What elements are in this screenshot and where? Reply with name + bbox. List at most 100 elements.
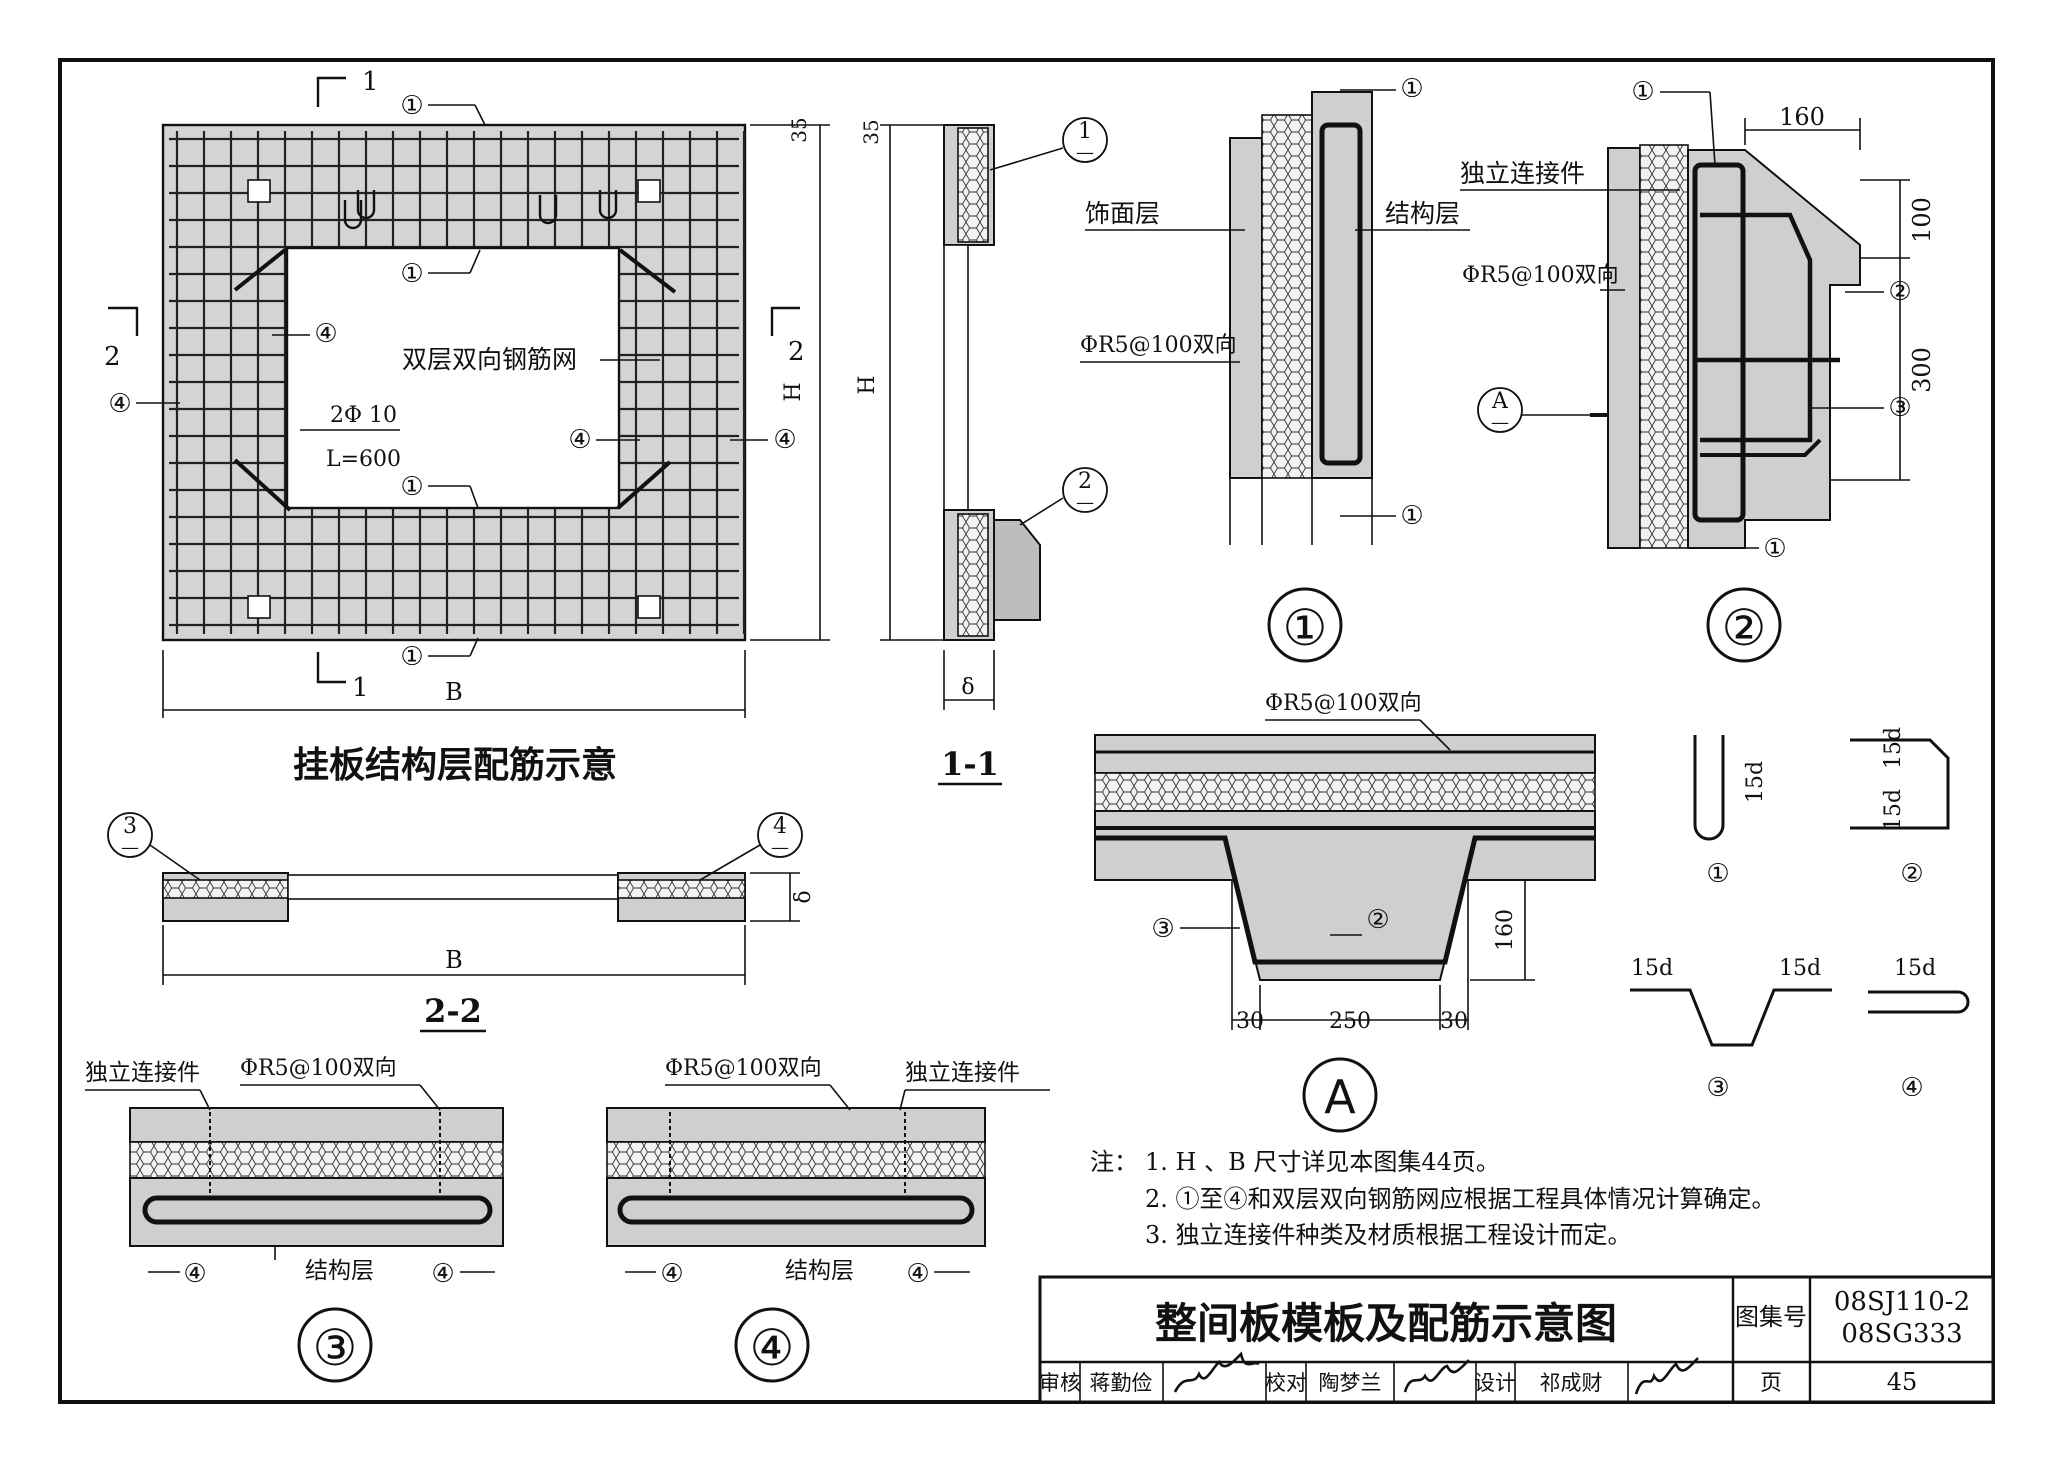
mesh-label: 双层双向钢筋网 [402, 345, 577, 374]
window-opening [285, 246, 621, 510]
section-cut-2-right [770, 306, 800, 336]
bar-length-label: L=600 [326, 447, 401, 472]
label-connector: 独立连接件 [905, 1060, 1020, 1086]
callout-2: ② [1366, 905, 1389, 935]
callout-4: ④ [108, 389, 131, 419]
dim-160: 160 [1493, 909, 1518, 951]
svg-text:15d: 15d [1631, 956, 1673, 981]
diagonal-bar [616, 460, 672, 510]
bar-shape-2 [1850, 738, 1950, 830]
page-number: 45 [1887, 1368, 1918, 1396]
dim-H: H [855, 375, 880, 394]
svg-text:15d: 15d [1779, 956, 1821, 981]
plan-view: B H 35 1 1 2 2 ① ① ① ① ④ ④ ④ ④ 双层双向钢筋网 2… [104, 67, 830, 786]
web [287, 874, 619, 900]
callout-4: ④ [660, 1259, 683, 1289]
detail-number-A [1302, 1057, 1378, 1133]
plan-title: 挂板结构层配筋示意 [293, 744, 617, 786]
design-name: 祁成财 [1540, 1371, 1603, 1395]
page-label: 页 [1760, 1371, 1782, 1396]
svg-text:①: ① [1283, 599, 1328, 657]
detail-number-2 [1706, 587, 1782, 663]
callout-1: ① [1400, 74, 1423, 104]
design-label: 设计 [1474, 1371, 1516, 1395]
bar-shape-4 [1868, 990, 1970, 1014]
section-label: 1 [362, 67, 379, 97]
drawing-title: 整间板模板及配筋示意图 [1155, 1299, 1617, 1348]
atlas-no-2: 08SG333 [1841, 1319, 1962, 1349]
detail-ref-A [1477, 387, 1523, 433]
dim-100: 100 [1908, 197, 1936, 243]
section-web [943, 244, 969, 511]
callout-3: ③ [1888, 393, 1911, 423]
callout-4: ④ [314, 319, 337, 349]
check-signature [1403, 1359, 1470, 1393]
notes: 注： 1. H 、B 尺寸详见本图集44页。 2. ①至④和双层双向钢筋网应根据… [1090, 1148, 1776, 1249]
section-1-1: H 35 δ 1 — 2 — 1-1 [855, 117, 1108, 786]
callout-4: ④ [183, 1259, 206, 1289]
detail-1: 饰面层 结构层 ΦR5@100双向 ① ① ① [1080, 74, 1470, 663]
review-signature [1173, 1351, 1260, 1393]
callout-3: ③ [1151, 914, 1174, 944]
svg-text:A: A [1491, 389, 1509, 414]
detail-3: 独立连接件 ΦR5@100双向 结构层 ④ ④ ③ [85, 1056, 504, 1383]
callout-4: ④ [568, 425, 591, 455]
label-struct: 结构层 [305, 1258, 374, 1284]
callout-4: ④ [431, 1259, 454, 1289]
bar-shape-3 [1630, 988, 1832, 1047]
svg-text:③: ③ [313, 1319, 358, 1377]
label-rebar: ΦR5@100双向 [1462, 263, 1619, 288]
bar-number-2: ② [1900, 859, 1923, 889]
lifting-hook [343, 200, 363, 230]
notes-head: 注： [1090, 1148, 1138, 1176]
dim-35: 35 [859, 119, 883, 144]
section-2-2: B δ 3 — 4 — 2-2 [107, 812, 816, 1033]
bar-number-1: ① [1706, 859, 1729, 889]
callout-1: ① [1763, 534, 1786, 564]
bar-number-3: ③ [1706, 1073, 1729, 1103]
detail-2: 160 100 300 独立连接件 ΦR5@100双向 ① ② ③ ① A — … [1460, 77, 1936, 663]
callout-2: ② [1888, 277, 1911, 307]
section-cut-1-bottom [316, 652, 346, 684]
detail-number-3 [297, 1307, 373, 1383]
svg-text:②: ② [1722, 599, 1767, 657]
dim-30: 30 [1440, 1009, 1468, 1034]
svg-text:15d: 15d [1881, 727, 1906, 769]
note-3: 3. 独立连接件种类及材质根据工程设计而定。 [1145, 1221, 1632, 1249]
callout-1: ① [400, 91, 423, 121]
detail-A: ΦR5@100双向 30 250 30 160 ③ ② A [1094, 691, 1596, 1133]
svg-text:—: — [121, 837, 139, 858]
review-name: 蒋勤俭 [1090, 1371, 1153, 1395]
svg-text:A: A [1324, 1070, 1356, 1124]
note-2: 2. ①至④和双层双向钢筋网应根据工程具体情况计算确定。 [1145, 1185, 1776, 1213]
diagonal-bar [233, 458, 292, 512]
label-connector: 独立连接件 [1460, 159, 1585, 188]
section-label: 2 [104, 342, 121, 372]
embedded-plate [637, 595, 661, 619]
review-label: 审核 [1039, 1371, 1081, 1395]
svg-text:15d: 15d [1894, 956, 1936, 981]
callout-4: ④ [906, 1259, 929, 1289]
svg-text:—: — [771, 837, 789, 858]
detail-ref-4 [757, 812, 803, 858]
dim-B: B [445, 678, 463, 706]
dim-250: 250 [1329, 1009, 1371, 1034]
bar-shapes: 15d ① 15d 15d ② 15d 15d ③ 15d ④ [1630, 727, 1970, 1103]
diagonal-bar [233, 248, 287, 292]
svg-text:15d: 15d [1743, 761, 1768, 803]
detail-ref-2 [1062, 467, 1108, 513]
dim-delta: δ [961, 675, 974, 700]
sheet-border [58, 58, 1995, 1404]
label-finish: 饰面层 [1085, 199, 1160, 228]
closed-stirrup [1692, 162, 1746, 523]
design-signature [1634, 1357, 1699, 1395]
check-label: 校对 [1265, 1371, 1307, 1395]
section-title: 1-1 [941, 745, 999, 783]
section-label: 1 [352, 673, 369, 703]
atlas-label: 图集号 [1735, 1303, 1807, 1331]
detail-number-1 [1267, 587, 1343, 663]
svg-text:—: — [1076, 142, 1094, 163]
title-block: 整间板模板及配筋示意图 图集号 08SJ110-2 08SG333 审核 蒋勤俭… [1038, 1275, 1995, 1404]
svg-text:3: 3 [123, 814, 137, 839]
section-cut-2-left [108, 306, 139, 336]
